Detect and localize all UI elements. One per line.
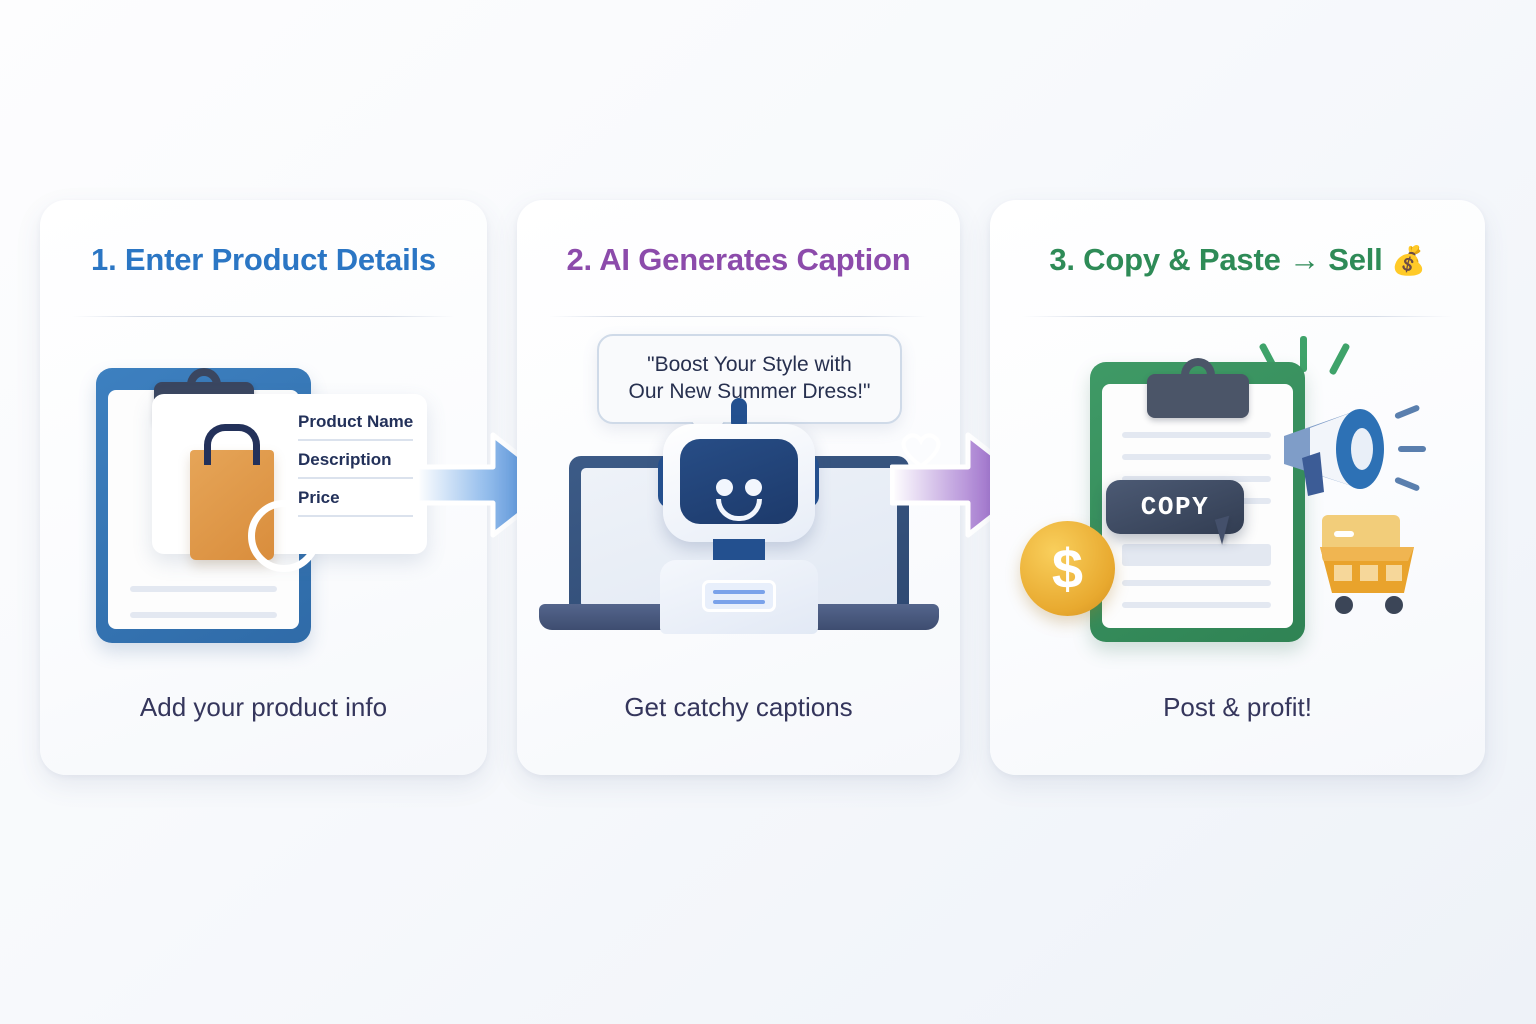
robot-eye-right: [744, 479, 762, 496]
step-3-title: 3. Copy & Paste → Sell 💰: [990, 242, 1485, 278]
step-2-caption: Get catchy captions: [624, 692, 853, 722]
step-1-illustration: Product Name Description Price: [40, 336, 487, 716]
step-3-caption: Post & profit!: [1163, 692, 1312, 722]
step-3-illustration: COPY $: [990, 336, 1485, 716]
step-1-caption: Add your product info: [139, 692, 388, 722]
clipboard-ring: [1180, 358, 1215, 388]
step-3-title-text: 3. Copy & Paste → Sell: [1049, 242, 1383, 277]
shopping-bag-icon: [190, 424, 320, 572]
step-3-divider: [1022, 316, 1453, 317]
robot-chest-panel: [701, 580, 776, 612]
clipboard-clip: [1146, 358, 1249, 418]
step-2-title: 2. AI Generates Caption: [566, 242, 911, 277]
step-2-divider: [549, 316, 928, 317]
step-2-illustration: "Boost Your Style with Our New Summer Dr…: [517, 334, 960, 716]
step-1-divider: [72, 316, 455, 317]
speech-bubble-line-1: "Boost Your Style with: [647, 353, 852, 376]
megaphone-icon: [1284, 405, 1426, 496]
step-1-title: 1. Enter Product Details: [91, 242, 436, 277]
robot-face: [679, 439, 798, 524]
step-card-1[interactable]: 1. Enter Product Details Product Name De…: [40, 200, 487, 775]
bag-highlight-circle: [248, 500, 320, 572]
dollar-coin-icon: $: [1020, 521, 1115, 616]
money-bag-icon: 💰: [1391, 245, 1426, 276]
copy-button[interactable]: COPY: [1106, 480, 1244, 534]
robot-icon: [662, 424, 815, 542]
form-field-product-name: Product Name: [298, 412, 414, 431]
shopping-cart-icon: [1320, 515, 1414, 614]
robot-antenna: [730, 398, 747, 430]
step-card-2[interactable]: 2. AI Generates Caption "Boost Your Styl…: [517, 200, 960, 775]
clipboard-ring: [186, 368, 221, 398]
heart-icon: [901, 433, 941, 469]
form-field-description: Description: [298, 450, 392, 469]
sparkle-ray-2: [1300, 336, 1307, 372]
step-card-3[interactable]: 3. Copy & Paste → Sell 💰: [990, 200, 1485, 775]
sparkle-ray-3: [1328, 342, 1351, 376]
product-form-card: Product Name Description Price: [152, 394, 427, 572]
speech-bubble: "Boost Your Style with Our New Summer Dr…: [597, 334, 902, 424]
robot-eye-left: [715, 479, 733, 496]
speech-bubble-line-2: Our New Summer Dress!": [628, 379, 871, 403]
robot-smile: [715, 499, 762, 521]
form-field-price: Price: [298, 488, 340, 507]
clipboard-icon: COPY: [1090, 358, 1305, 642]
